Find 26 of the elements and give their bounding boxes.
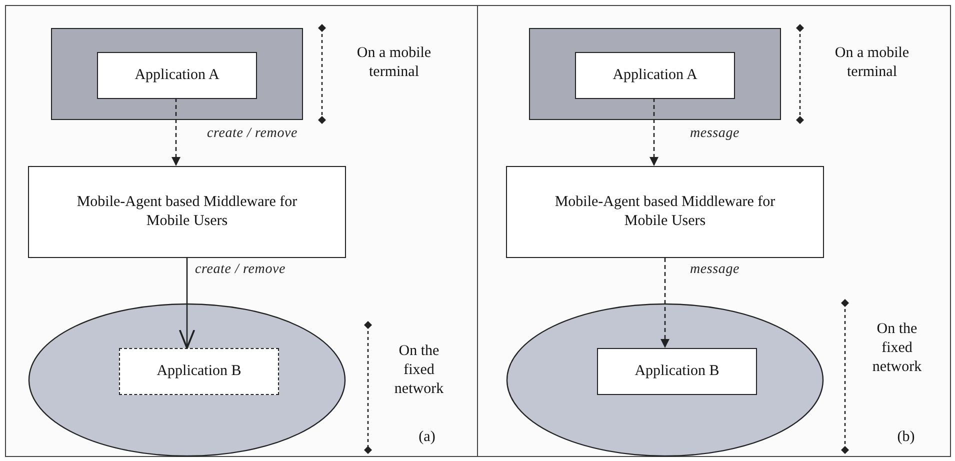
terminal-frame xyxy=(529,28,781,120)
note-text: On the fixed network xyxy=(393,342,445,398)
note-text: (b) xyxy=(896,428,916,447)
node-label: Mobile-Agent based Middleware for Mobile Users xyxy=(554,193,776,231)
arrow xyxy=(660,258,670,348)
process-box xyxy=(119,348,279,395)
terminal-frame xyxy=(51,28,303,120)
network-ellipse xyxy=(28,303,346,457)
note-text: On a mobile terminal xyxy=(356,44,432,82)
process-box xyxy=(97,52,257,99)
note-text: On a mobile terminal xyxy=(834,44,910,82)
process-box xyxy=(575,52,735,99)
node-label: Application A xyxy=(134,66,220,85)
node-label: Application B xyxy=(156,362,242,381)
node-label: Mobile-Agent based Middleware for Mobile Users xyxy=(76,193,298,231)
note-text: (a) xyxy=(418,428,436,447)
node-label: Application A xyxy=(612,66,698,85)
process-box xyxy=(506,166,824,258)
arrow xyxy=(650,98,658,166)
note-text: On the fixed network xyxy=(871,320,923,376)
network-ellipse xyxy=(506,303,824,457)
arrow xyxy=(172,98,180,166)
process-box xyxy=(28,166,346,258)
process-box xyxy=(597,348,757,395)
arrow xyxy=(178,258,196,349)
node-label: Application B xyxy=(634,362,720,381)
